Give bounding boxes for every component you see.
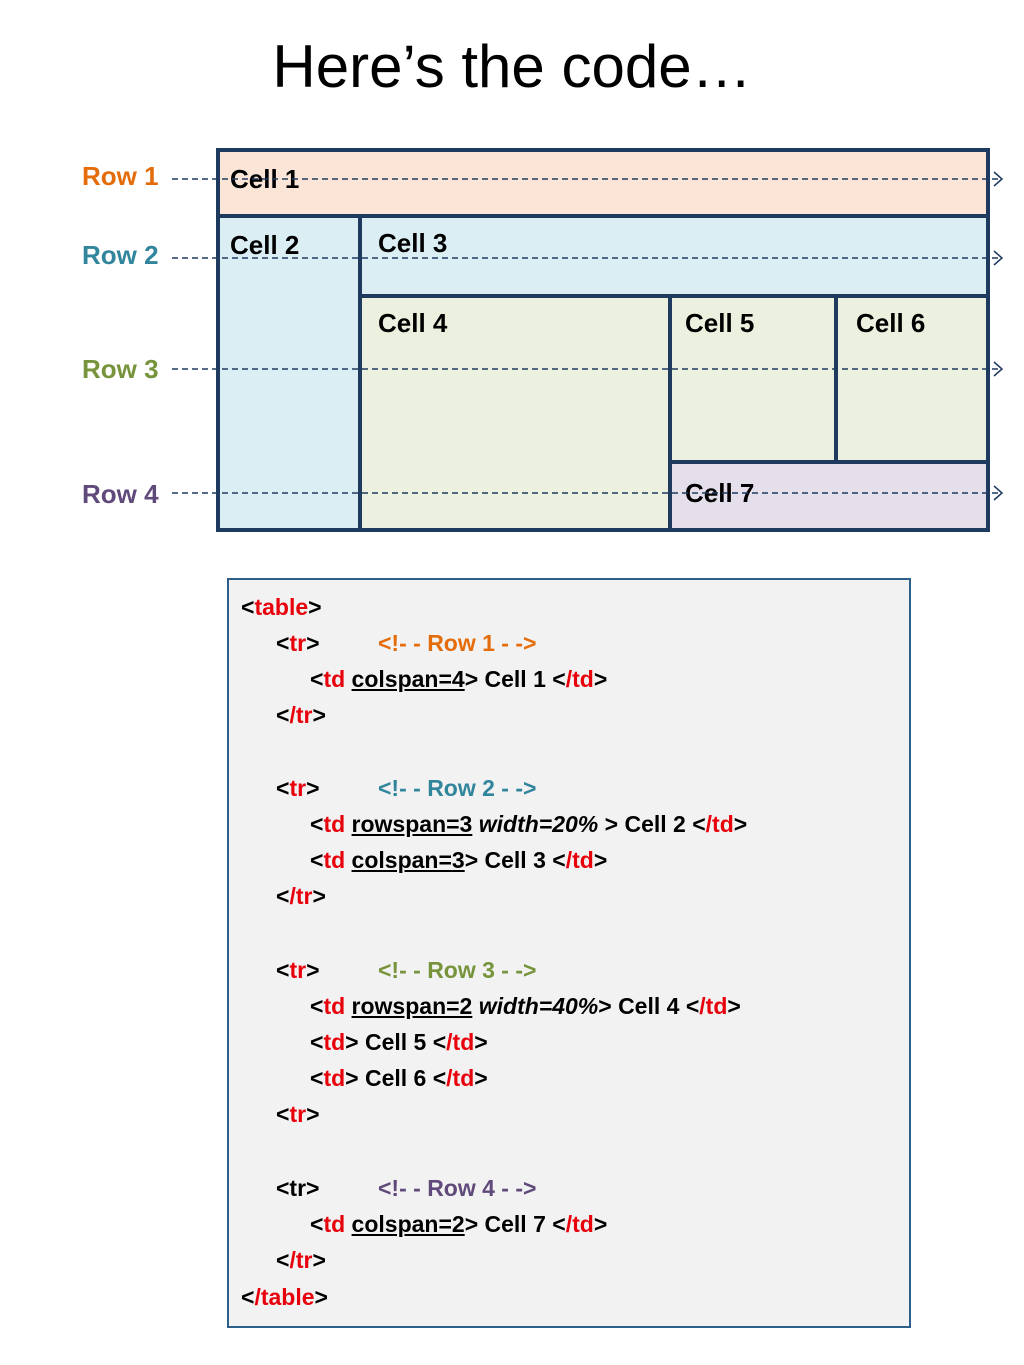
cell-6-label: Cell 6 bbox=[856, 308, 926, 338]
code-line-cell1: <td colspan=4> Cell 1 </td> bbox=[310, 666, 608, 692]
code-line-row2-tr: <tr> bbox=[276, 775, 320, 801]
row-2-arrowhead bbox=[993, 250, 1004, 266]
code-line-cell5: <td> Cell 5 </td> bbox=[310, 1029, 488, 1055]
code-comment-row2: <!- - Row 2 - -> bbox=[378, 775, 537, 801]
row-2-label: Row 2 bbox=[82, 240, 159, 270]
row-1-label: Row 1 bbox=[82, 161, 159, 191]
row-3-label: Row 3 bbox=[82, 354, 159, 384]
code-line-row4-tr: <tr> bbox=[276, 1175, 320, 1201]
code-line-row1-close: </tr> bbox=[276, 702, 326, 728]
cell-1 bbox=[216, 148, 990, 218]
code-line-row2-close: </tr> bbox=[276, 883, 326, 909]
cell-6 bbox=[834, 294, 990, 464]
code-comment-row4: <!- - Row 4 - -> bbox=[378, 1175, 537, 1201]
code-line-row3-close: <tr> bbox=[276, 1101, 320, 1127]
cell-7 bbox=[668, 460, 990, 532]
code-line-cell3: <td colspan=3> Cell 3 </td> bbox=[310, 847, 608, 873]
row-4-arrowhead bbox=[993, 485, 1004, 501]
code-line-cell4: <td rowspan=2 width=40%> Cell 4 </td> bbox=[310, 993, 741, 1019]
cell-2 bbox=[216, 214, 362, 532]
code-box: <table> <tr> <!- - Row 1 - -> <td colspa… bbox=[227, 578, 911, 1328]
code-line-cell6: <td> Cell 6 </td> bbox=[310, 1065, 488, 1091]
code-line-table-close: </table> bbox=[241, 1284, 328, 1310]
code-line-table-open: <table> bbox=[241, 594, 322, 620]
slide-title: Here’s the code… bbox=[272, 33, 752, 100]
code-line-cell2: <td rowspan=3 width=20% > Cell 2 </td> bbox=[310, 811, 748, 837]
row-arrows bbox=[172, 171, 1004, 501]
row-1-arrowhead bbox=[993, 171, 1004, 187]
row-4-label: Row 4 bbox=[82, 479, 159, 509]
cell-5-label: Cell 5 bbox=[685, 308, 755, 338]
code-line-cell7: <td colspan=2> Cell 7 </td> bbox=[310, 1211, 608, 1237]
cell-2-label: Cell 2 bbox=[230, 230, 300, 260]
code-line-row1-tr: <tr> bbox=[276, 630, 320, 656]
cell-4-label: Cell 4 bbox=[378, 308, 448, 338]
code-line-row3-tr: <tr> bbox=[276, 957, 320, 983]
row-3-arrowhead bbox=[993, 361, 1004, 377]
code-comment-row1: <!- - Row 1 - -> bbox=[378, 630, 537, 656]
cell-3 bbox=[358, 214, 990, 298]
code-comment-row3: <!- - Row 3 - -> bbox=[378, 957, 537, 983]
code-line-row4-close: </tr> bbox=[276, 1247, 326, 1273]
cell-3-label: Cell 3 bbox=[378, 228, 448, 258]
